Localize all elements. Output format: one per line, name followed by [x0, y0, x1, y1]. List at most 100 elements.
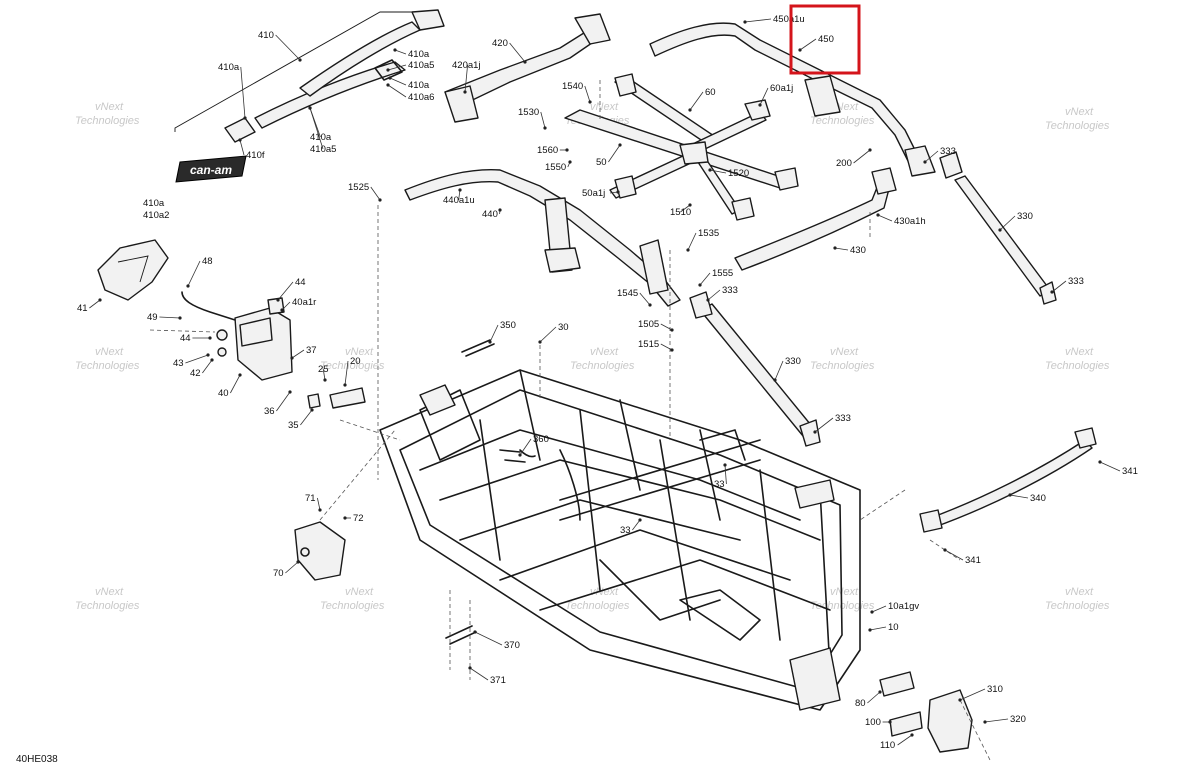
callout-label: 1525 [348, 182, 369, 193]
callout-leader-line [240, 66, 246, 119]
watermark-line1: vNext [590, 346, 619, 358]
callout-labels: 410410a410a410a5410a410a6410f410a410a541… [77, 14, 1138, 751]
callout-leader-line [276, 391, 291, 412]
fastener-dot [98, 298, 102, 302]
watermark-line1: vNext [830, 586, 859, 598]
fastener-dot [943, 548, 947, 552]
callout-leader-line [277, 281, 294, 301]
part-440 [404, 168, 681, 307]
callout-label: 40a1r [292, 297, 316, 308]
fastener-dot [243, 116, 247, 120]
fastener-dot [723, 463, 727, 467]
callout-leader-line [709, 169, 727, 174]
callout-leader-line [387, 64, 407, 71]
callout-leader-line [540, 111, 546, 129]
part-70 [294, 521, 346, 581]
fastener-dot [616, 190, 620, 194]
part-330-middle [689, 291, 821, 447]
fastener-dot [488, 340, 492, 344]
fastener-dot [308, 106, 312, 110]
callout-label: 10 [888, 622, 899, 633]
watermark-line1: vNext [95, 101, 124, 113]
callout-label: 410a [143, 198, 165, 209]
callout-label: 340 [1030, 493, 1046, 504]
callout-label: 33 [714, 479, 725, 490]
callout-leader-line [660, 323, 673, 331]
fastener-dot [686, 248, 690, 252]
callout-leader-line [687, 232, 697, 251]
part-350 [461, 339, 495, 357]
callout-label: 42 [190, 368, 201, 379]
callout-leader-line [897, 734, 913, 746]
callout-label: 1520 [728, 168, 749, 179]
fastener-dot [1098, 460, 1102, 464]
part-40 [181, 291, 293, 381]
fastener-dot [698, 283, 702, 287]
fastener-dot [868, 148, 872, 152]
part-340 [919, 427, 1097, 533]
watermark-line2: Technologies [320, 360, 385, 372]
fastener-dot [638, 518, 642, 522]
callout-leader-line [285, 561, 299, 574]
fastener-dot [318, 508, 322, 512]
fastener-dot [468, 666, 472, 670]
watermark-line2: Technologies [320, 600, 385, 612]
fastener-dot [1008, 493, 1012, 497]
callout-label: 48 [202, 256, 213, 267]
callout-label: 341 [1122, 466, 1138, 477]
fastener-dot [983, 720, 987, 724]
fastener-dot [888, 720, 892, 724]
part-370 [445, 625, 477, 645]
callout-label: 30 [558, 322, 569, 333]
callout-leader-line [509, 42, 526, 63]
callout-leader-line [999, 215, 1016, 231]
alignment-lines [149, 80, 991, 761]
fastener-dot [458, 188, 462, 192]
callout-leader-line [389, 77, 407, 86]
fastener-dot [343, 383, 347, 387]
watermark-line1: vNext [590, 101, 619, 113]
highlight-box-450 [789, 4, 861, 75]
callout-leader-line [724, 464, 727, 485]
watermark-line2: Technologies [75, 360, 140, 372]
callout-leader-line [239, 139, 245, 156]
group-bracket-410 [174, 11, 412, 132]
callout-label: 50 [596, 157, 607, 168]
part-60 [614, 73, 771, 159]
callout-label: 44 [295, 277, 306, 288]
callout-leader-line [281, 301, 291, 311]
watermark-line1: vNext [95, 586, 124, 598]
callout-label: 410a [408, 80, 430, 91]
part-10-chassis [379, 369, 861, 711]
callout-leader-line [469, 667, 489, 681]
fastener-dot [288, 390, 292, 394]
fastener-dot [310, 408, 314, 412]
callout-label: 71 [305, 493, 316, 504]
callout-label: 410a [408, 49, 430, 60]
fastener-dot [276, 298, 280, 302]
callout-leader-line [814, 417, 834, 433]
fastener-dot [378, 198, 382, 202]
callout-label: 1505 [638, 319, 659, 330]
callout-label: 10a1gv [888, 601, 919, 612]
callout-leader-line [584, 85, 591, 103]
callout-label: 440 [482, 209, 498, 220]
callout-leader-line [853, 149, 871, 164]
callout-label: 80 [855, 698, 866, 709]
callout-label: 360 [533, 434, 549, 445]
callout-label: 330 [1017, 211, 1033, 222]
callout-label: 410 [258, 30, 274, 41]
fastener-dot [393, 48, 397, 52]
can-am-logo: can-am [175, 155, 247, 183]
fastener-dot [498, 208, 502, 212]
fastener-dot [923, 160, 927, 164]
callout-leader-line [489, 324, 499, 343]
callout-leader-line [185, 354, 209, 364]
fastener-dot [618, 143, 622, 147]
watermark-line1: vNext [1065, 346, 1094, 358]
fastener-dot [323, 378, 327, 382]
